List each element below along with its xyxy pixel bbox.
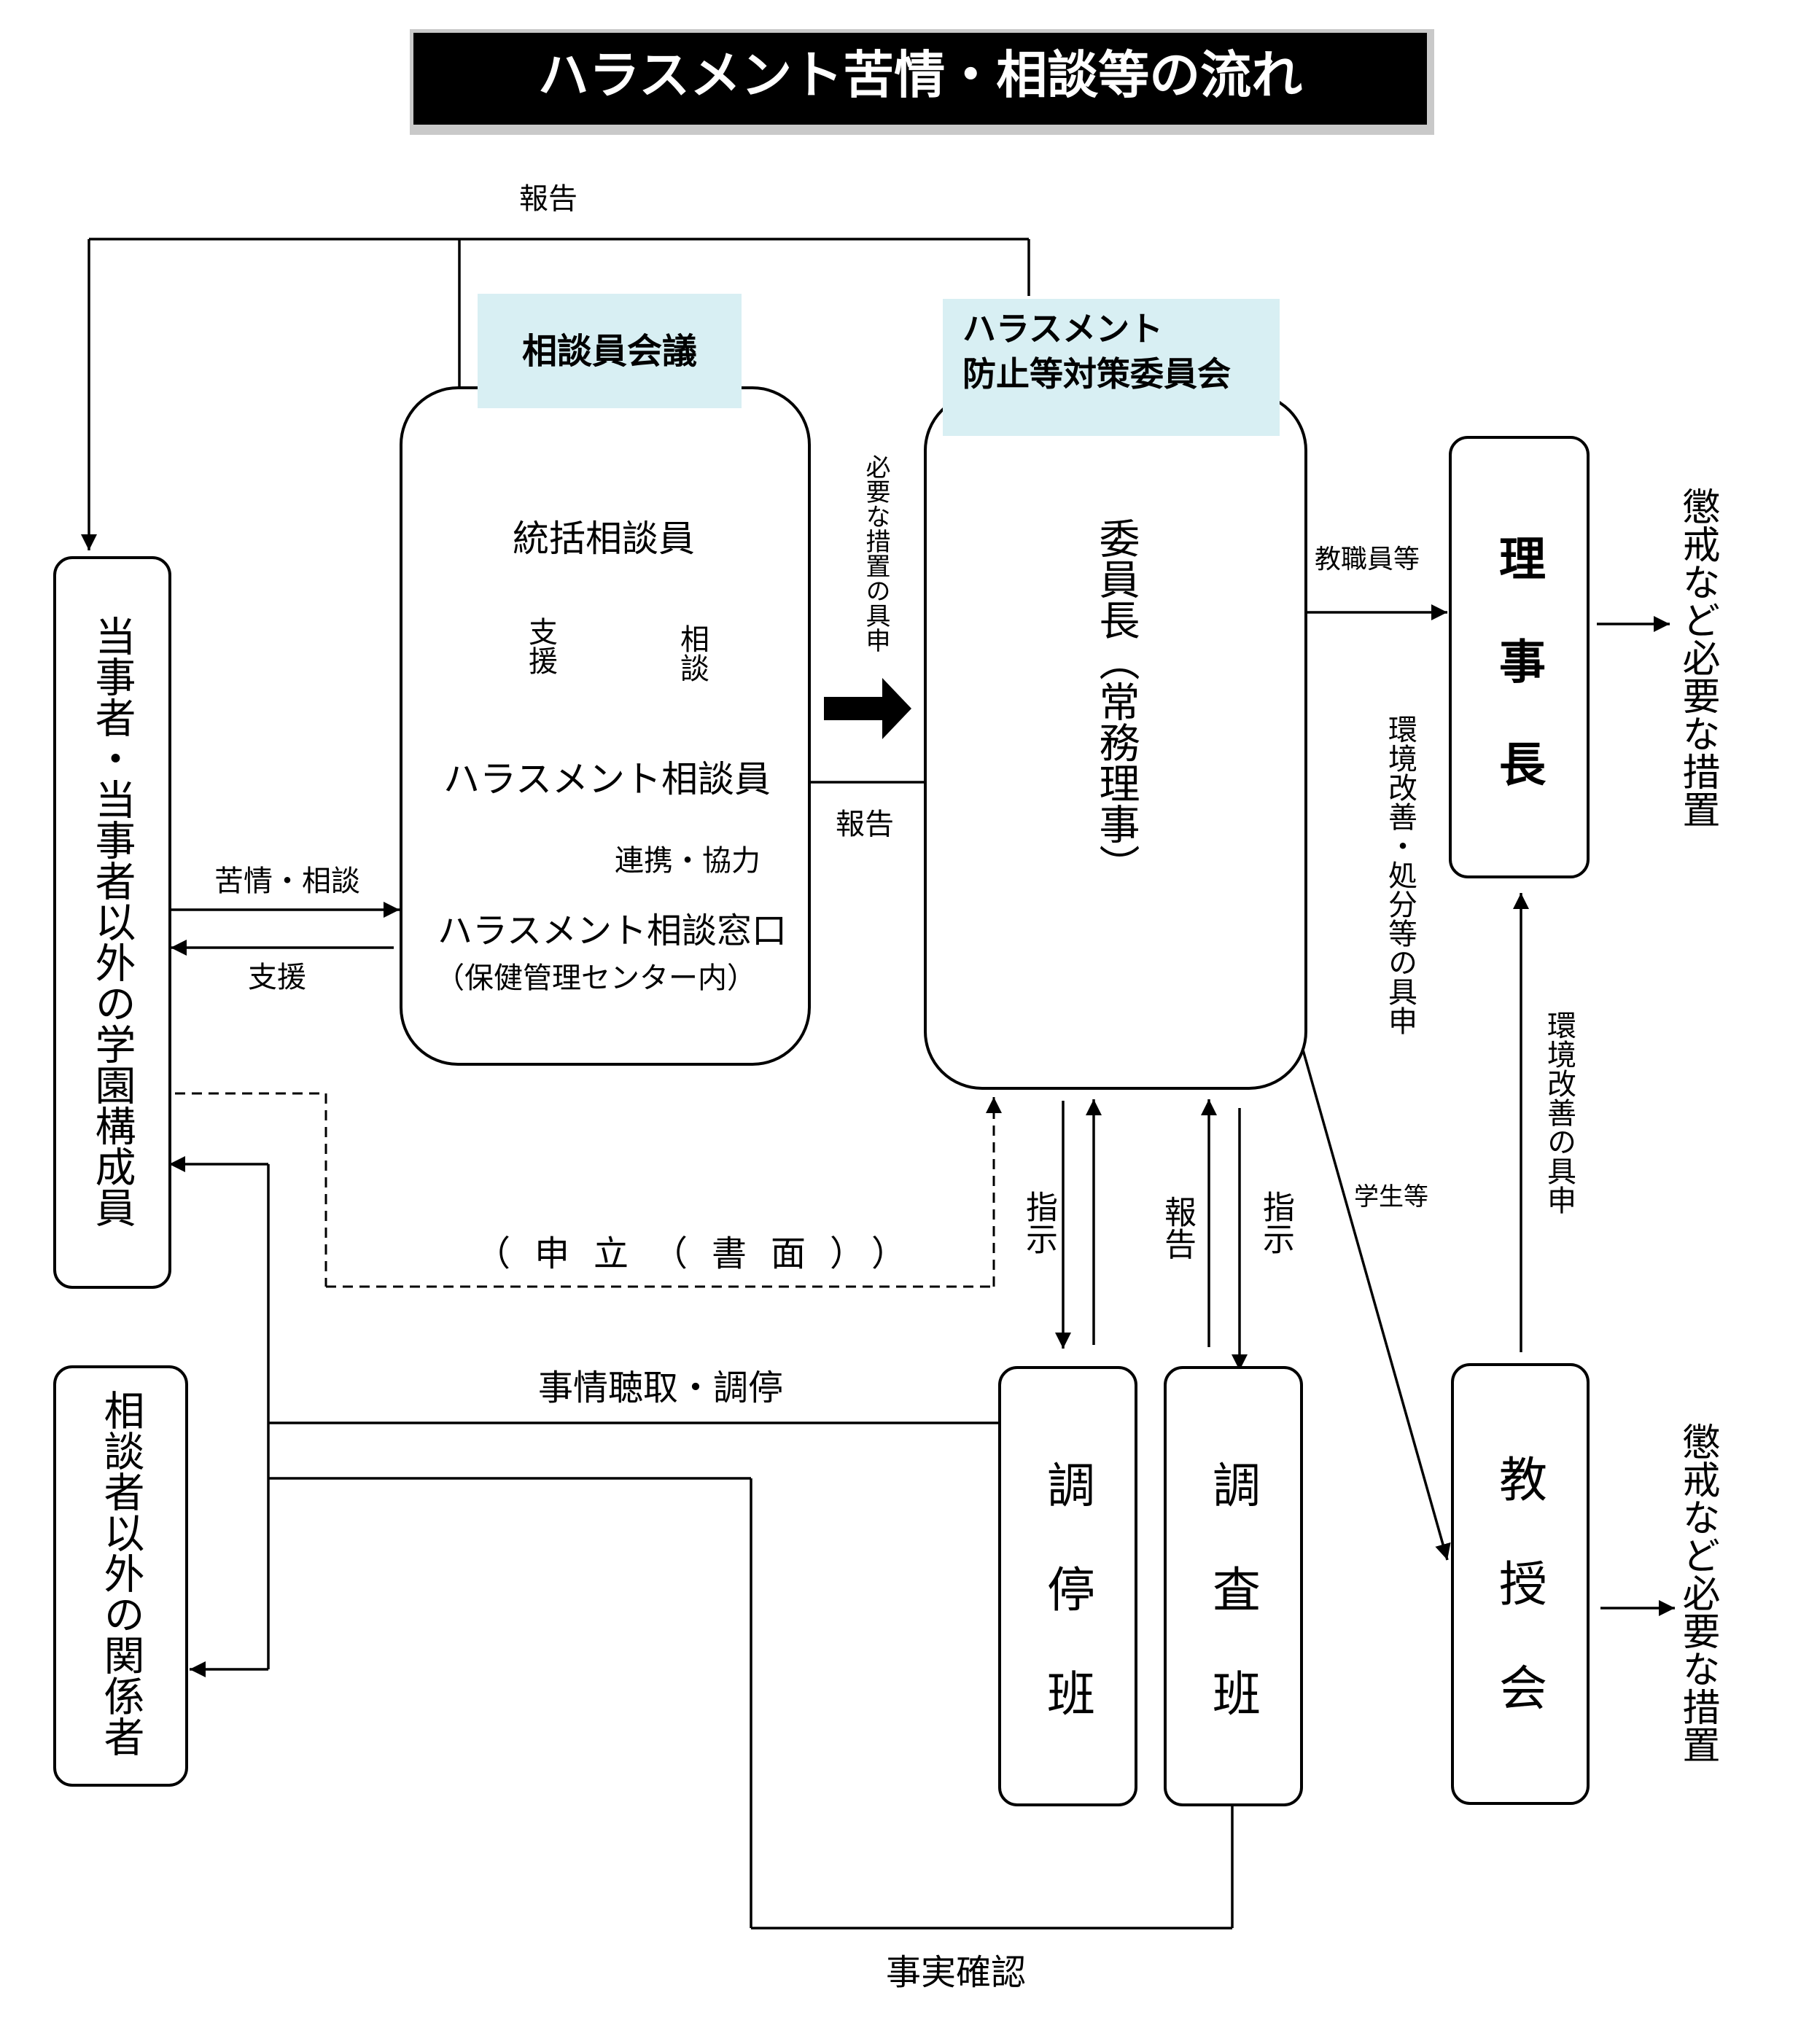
consult-window-location: （保健管理センター内） (435, 961, 756, 995)
committee-label-bg (943, 299, 1280, 436)
mediation-team-label: 調停班 (1039, 1460, 1095, 1773)
staff-label: 教職員等 (1315, 545, 1420, 574)
harassment-counselor: ハラスメント相談員 (443, 758, 771, 800)
investigation-team-box (1164, 1366, 1303, 1806)
report-mid-label: 報告 (836, 808, 894, 841)
discipline-top: 懲戒など必要な措置 (1676, 487, 1719, 828)
chief-counselor: 統括相談員 (513, 518, 695, 560)
faculty-meeting-label: 教授会 (1491, 1454, 1547, 1767)
support-down-label: 支援 (524, 617, 557, 675)
committee-label-line2: 防止等対策委員会 (962, 354, 1231, 394)
committee-label-line1: ハラスメント (962, 309, 1164, 348)
mediation-team-box (998, 1366, 1137, 1806)
report-top-label: 報告 (519, 182, 577, 216)
necessary-measures-label: 必要な措置の具申 (861, 454, 890, 652)
consult-meeting-label-bg (478, 294, 742, 408)
president-label: 理事長 (1491, 534, 1545, 843)
cooperation-label: 連携・協力 (615, 844, 760, 878)
discipline-bottom: 懲戒など必要な措置 (1676, 1422, 1719, 1763)
improve-disposition-label: 環境改善・処分等の具申 (1383, 714, 1417, 1035)
fact-check-label: 事実確認 (886, 1952, 1027, 1993)
other-concerned-label: 相談者以外の関係者 (97, 1389, 144, 1757)
faculty-meeting-box (1451, 1363, 1590, 1805)
title-bar (413, 33, 1427, 125)
consult-meeting-box (400, 386, 811, 1066)
page-title: ハラスメント苦情・相談等の流れ (537, 45, 1303, 105)
committee-chair: 委員長（常務理事） (1092, 518, 1140, 885)
parties-box (53, 556, 171, 1289)
investigation-team-label: 調査班 (1205, 1460, 1261, 1773)
parties-label: 当事者・当事者以外の学園構成員 (88, 615, 136, 1228)
instruct-label-1: 指示 (1020, 1190, 1057, 1255)
complaint-label: 苦情・相談 (214, 865, 360, 898)
hearing-label: 事情聴取・調停 (538, 1368, 784, 1408)
consult-window: ハラスメント相談窓口 (437, 910, 787, 951)
committee-box (924, 392, 1307, 1090)
president-box (1449, 436, 1590, 878)
students-label: 学生等 (1354, 1182, 1428, 1212)
other-concerned-box (53, 1365, 188, 1787)
improve-label: 環境改善の具申 (1542, 1010, 1576, 1214)
support-label: 支援 (248, 961, 306, 994)
consult-meeting-label: 相談員会議 (521, 331, 697, 372)
report-team-label: 報告 (1159, 1195, 1196, 1260)
instruct-label-2: 指示 (1257, 1190, 1294, 1255)
petition-label: （申立（書面）） (475, 1233, 931, 1274)
consult-up-label: 相談 (675, 624, 709, 682)
